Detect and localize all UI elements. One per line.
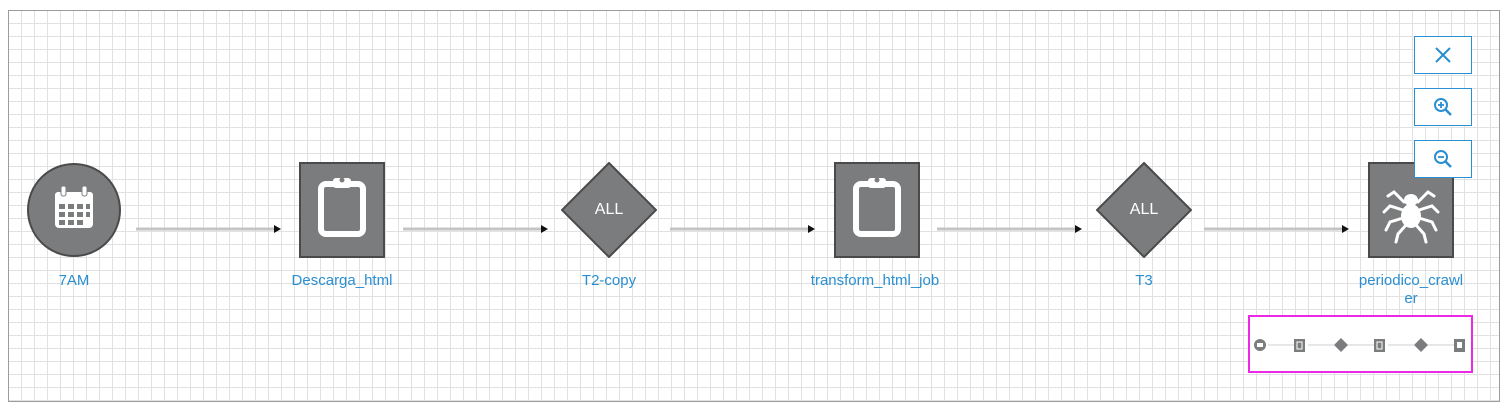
node-label[interactable]: T2-copy [581,272,637,289]
node-label[interactable]: T3 [1135,272,1153,289]
node-transform-html-job[interactable] [834,162,920,258]
node-label[interactable]: Descarga_html [291,272,393,289]
edge-7am-descarga [136,225,281,233]
clipboard-icon [299,162,385,258]
minimap-preview [1254,338,1465,352]
edge-t3-crawler [1204,225,1349,233]
minimap[interactable] [1248,315,1473,373]
calendar-icon [27,163,121,257]
node-periodico-crawler[interactable] [1368,162,1454,258]
zoom-out-button[interactable] [1414,140,1472,178]
edge-t2copy-transform [670,225,815,233]
gate-diamond [1096,162,1192,258]
gate-text: ALL [594,201,624,218]
gate-text: ALL [1129,201,1159,218]
node-7am[interactable] [26,162,122,258]
zoom-in-button[interactable] [1414,88,1472,126]
workflow-canvas[interactable] [8,10,1500,402]
close-icon [1435,47,1451,63]
zoom-in-icon [1434,98,1452,116]
close-button[interactable] [1414,36,1472,74]
node-t2-copy[interactable]: ALL [561,162,657,258]
node-label[interactable]: periodico_crawler [1358,272,1464,307]
clipboard-icon [834,162,920,258]
gate-diamond [561,162,657,258]
edge-transform-t3 [937,225,1082,233]
spider-icon [1368,162,1454,258]
zoom-out-icon [1434,150,1452,168]
edge-descarga-t2copy [403,225,548,233]
node-label[interactable]: 7AM [58,272,90,289]
node-label[interactable]: transform_html_job [810,272,940,289]
node-t3[interactable]: ALL [1096,162,1192,258]
node-descarga-html[interactable] [299,162,385,258]
